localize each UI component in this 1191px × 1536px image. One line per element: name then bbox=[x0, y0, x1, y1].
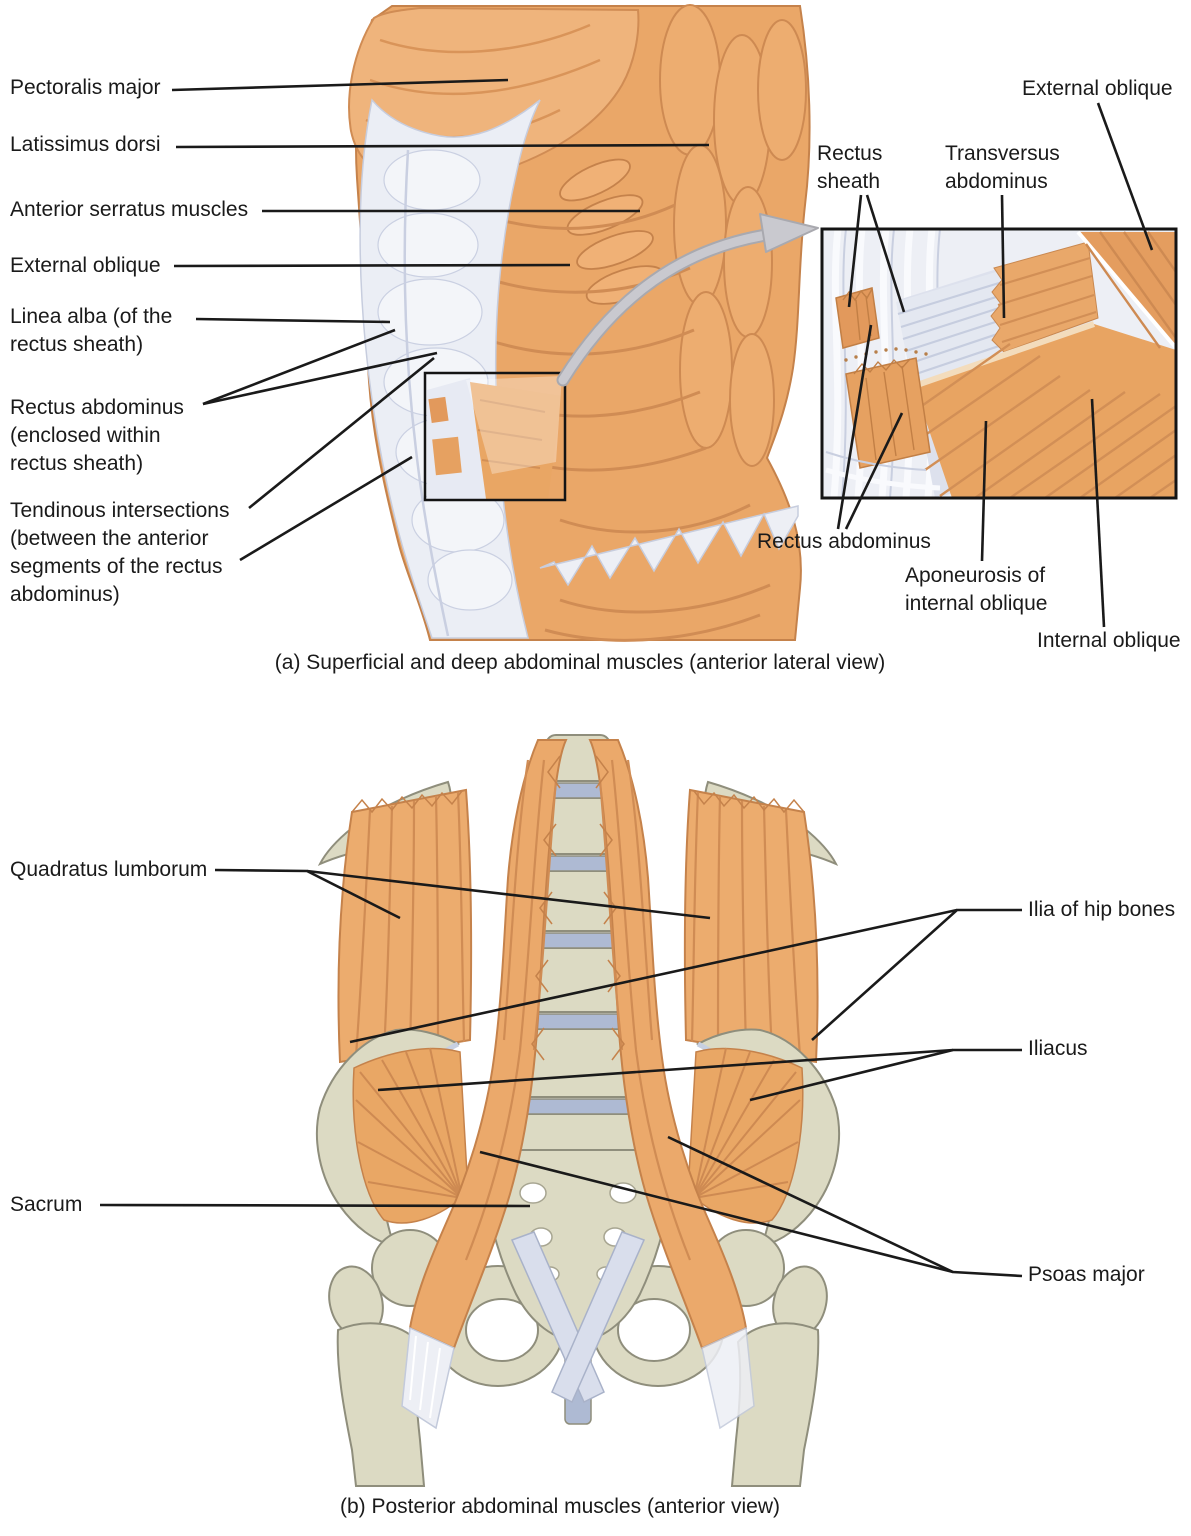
inset-illustration bbox=[820, 227, 1178, 500]
label-latissimus-dorsi: Latissimus dorsi bbox=[10, 133, 161, 156]
label-inset-rectus-abdominus: Rectus abdominus bbox=[757, 530, 931, 553]
label-tendinous-intersections: Tendinous intersections (between the ant… bbox=[10, 499, 230, 606]
label-inset-rectus-sheath: Rectus sheath bbox=[817, 142, 883, 193]
label-inset-aponeurosis: Aponeurosis of internal oblique bbox=[905, 564, 1048, 615]
label-psoas-major: Psoas major bbox=[1028, 1263, 1145, 1286]
panel-b-leader-lines bbox=[99, 868, 1023, 1278]
label-inset-internal-oblique: Internal oblique bbox=[1037, 629, 1181, 652]
label-anterior-serratus: Anterior serratus muscles bbox=[10, 198, 249, 221]
panel-a-caption: (a) Superficial and deep abdominal muscl… bbox=[274, 651, 886, 674]
panel-a-leader-lines bbox=[171, 78, 1154, 628]
pelvis-illustration bbox=[315, 734, 841, 1487]
label-linea-alba: Linea alba (of the rectus sheath) bbox=[10, 305, 173, 356]
panel-b-caption: (b) Posterior abdominal muscles (anterio… bbox=[340, 1495, 780, 1518]
magnifier-arrow-icon bbox=[556, 213, 819, 387]
label-ilia-of-hip-bones: Ilia of hip bones bbox=[1028, 898, 1176, 921]
label-inset-transversus: Transversus abdominus bbox=[945, 142, 1060, 193]
label-quadratus-lumborum: Quadratus lumborum bbox=[10, 858, 208, 881]
label-iliacus: Iliacus bbox=[1028, 1037, 1088, 1060]
label-pectoralis-major: Pectoralis major bbox=[10, 76, 161, 99]
label-inset-external-oblique: External oblique bbox=[1022, 77, 1173, 100]
torso-illustration bbox=[348, 4, 811, 642]
magnified-region-box bbox=[423, 371, 567, 502]
label-sacrum: Sacrum bbox=[10, 1193, 83, 1216]
label-rectus-abdominus-main: Rectus abdominus (enclosed within rectus… bbox=[10, 396, 184, 475]
label-external-oblique: External oblique bbox=[10, 254, 161, 277]
